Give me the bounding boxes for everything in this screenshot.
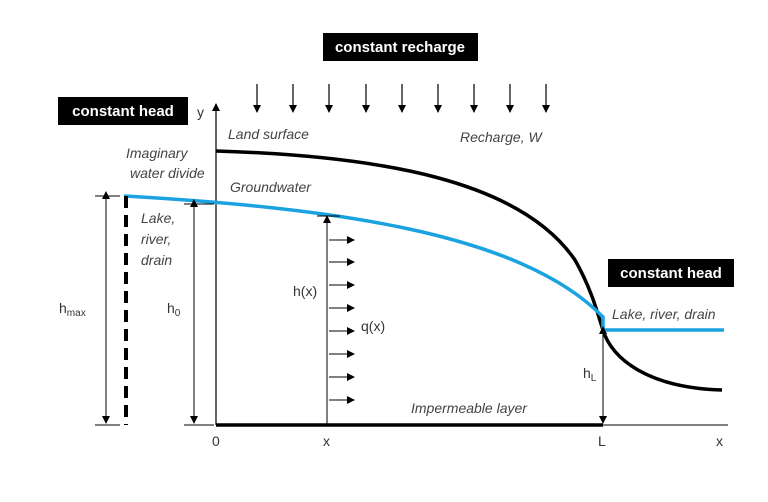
constant-head-left-label: constant head [72,103,174,120]
x-L-label: L [598,433,606,449]
qx-label: q(x) [361,318,385,334]
lake-left-label-1: Lake, [141,210,175,226]
constant-recharge-label: constant recharge [335,39,465,56]
constant-head-right-box: constant head [608,259,734,287]
h0-label: h0 [167,300,181,319]
groundwater-curve [123,194,724,332]
groundwater-label: Groundwater [230,179,312,195]
constant-head-right-label: constant head [620,265,722,282]
x-axis-label: x [716,433,723,449]
land-surface-curve [215,149,723,392]
x-origin-label: 0 [212,433,220,449]
y-axis-label: y [197,104,204,120]
hL-label: hL [583,365,597,384]
recharge-arrows [253,84,550,113]
constant-recharge-box: constant recharge [323,33,478,61]
hmax-label: hmax [59,300,86,319]
lake-left-label-3: drain [141,252,172,268]
imaginary-divide-label-1: Imaginary [126,145,188,161]
recharge-label: Recharge, W [460,129,543,145]
constant-head-left-box: constant head [58,97,188,125]
lake-right-label: Lake, river, drain [612,306,716,322]
flow-arrows [329,236,355,404]
impermeable-layer-label: Impermeable layer [411,400,528,416]
land-surface-label: Land surface [228,126,309,142]
x-mid-label: x [323,433,330,449]
imaginary-divide-label-2: water divide [130,165,205,181]
lake-left-label-2: river, [141,231,171,247]
hx-label: h(x) [293,283,317,299]
